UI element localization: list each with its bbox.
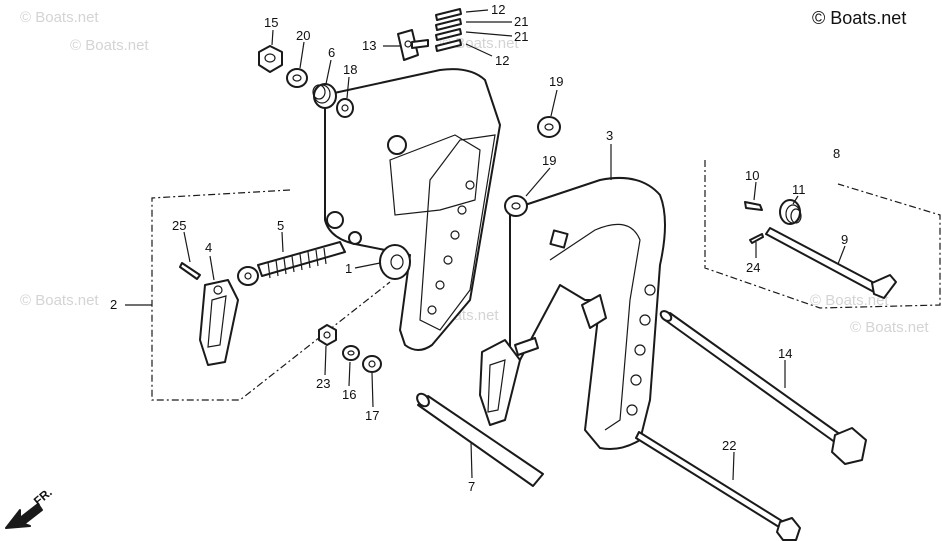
left-stern-bracket [324,68,501,351]
callout-20: 20 [296,28,310,43]
washer-part-16 [342,345,360,361]
tilt-lever-part-4 [199,279,239,366]
callout-4: 4 [205,240,212,255]
callout-8: 8 [833,146,840,161]
group-boundary-left [151,189,391,401]
front-direction-label: FR. [31,485,55,508]
spring-rod-part-5 [237,241,346,286]
callout-1: 1 [345,261,352,276]
callout-10: 10 [745,168,759,183]
callout-18: 18 [343,62,357,77]
spring-part-6 [312,83,337,109]
washer-part-20 [286,68,308,88]
pin-part-24 [749,233,764,244]
copyright-text: © Boats.net [812,8,906,28]
washer-part-18 [336,98,354,118]
callout-12-top: 12 [491,2,505,17]
callout-15: 15 [264,15,278,30]
leader-lines [125,9,846,481]
bushing-part-1 [379,244,411,280]
nut-part-15 [258,45,283,73]
watermark-text: © Boats.net [20,292,99,309]
watermark-text: © Boats.net [850,319,929,336]
bolt-part-22 [635,431,801,541]
callout-9: 9 [841,232,848,247]
callout-13: 13 [362,38,376,53]
callout-7: 7 [468,479,475,494]
pin-part-25 [179,262,201,280]
callout-21-bottom: 21 [514,29,528,44]
callout-21-top: 21 [514,14,528,29]
callout-24: 24 [746,260,760,275]
callout-19-top: 19 [549,74,563,89]
callout-12-bottom: 12 [495,53,509,68]
callout-3: 3 [606,128,613,143]
pins-part-12-21 [435,8,462,52]
watermark-text: © Boats.net [20,9,99,26]
callout-23: 23 [316,376,330,391]
clip-part-13 [397,29,429,61]
washer-part-17 [362,355,382,373]
callout-17: 17 [365,408,379,423]
tube-part-7 [416,392,544,487]
bolt-part-14 [659,310,867,465]
right-tilt-lever [479,337,539,426]
shaft-part-9 [765,227,897,299]
callout-22: 22 [722,438,736,453]
watermark-text: © Boats.net [810,292,889,309]
callout-5: 5 [277,218,284,233]
washer-part-19-mid [504,195,528,217]
callout-14: 14 [778,346,792,361]
callout-19-mid: 19 [542,153,556,168]
callout-16: 16 [342,387,356,402]
callout-25: 25 [172,218,186,233]
nut-part-23 [318,324,337,346]
callout-11: 11 [792,182,806,197]
washer-part-19-top [537,116,561,138]
watermark-text: © Boats.net [70,37,149,54]
callout-6: 6 [328,45,335,60]
right-stern-bracket [509,176,666,450]
pin-part-10 [744,201,763,211]
front-arrow-icon [5,503,43,529]
callout-2: 2 [110,297,117,312]
spring-part-11 [779,199,802,225]
group-boundary-right [704,160,941,309]
